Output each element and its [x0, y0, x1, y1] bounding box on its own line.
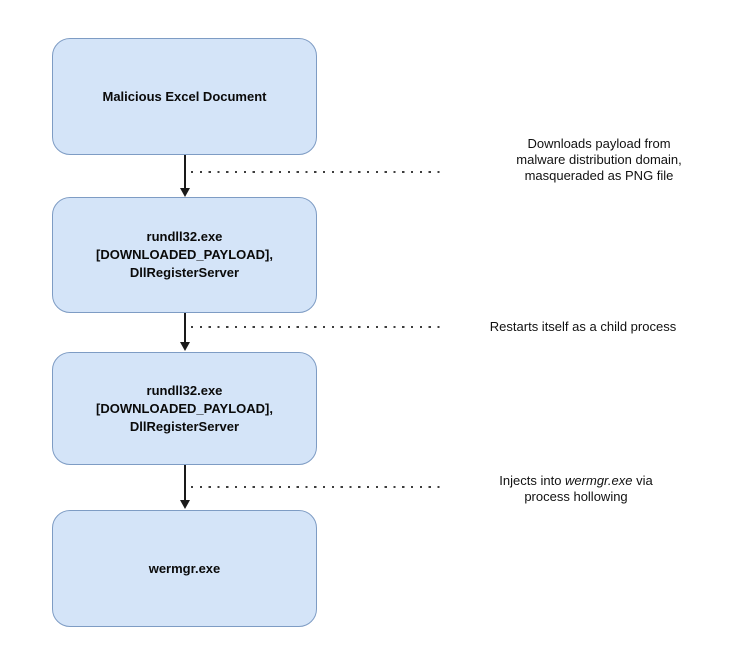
dotted-leader-2: [191, 326, 445, 329]
node-malicious-excel-document: Malicious Excel Document: [52, 38, 317, 155]
arrow-line-2: [184, 313, 186, 345]
node-wermgr: wermgr.exe: [52, 510, 317, 627]
node-label: rundll32.exe [DOWNLOADED_PAYLOAD], DllRe…: [96, 229, 273, 280]
node-label: rundll32.exe [DOWNLOADED_PAYLOAD], DllRe…: [96, 382, 273, 434]
edge-annotation-download-payload: Downloads payload from malware distribut…: [516, 136, 682, 183]
annotation-text-suffix: via process hollowing: [524, 473, 653, 504]
dotted-leader-1: [191, 171, 445, 174]
node-label: wermgr.exe: [148, 560, 221, 576]
arrow-down-icon: [180, 188, 190, 197]
annotation-text-italic: wermgr.exe: [565, 473, 633, 488]
arrow-down-icon: [180, 500, 190, 509]
arrow-down-icon: [180, 342, 190, 351]
edge-annotation-process-hollowing: Injects into wermgr.exe via process holl…: [462, 473, 690, 505]
annotation-text-prefix: Injects into: [499, 473, 566, 488]
arrow-line-1: [184, 155, 186, 191]
arrow-line-3: [184, 465, 186, 503]
edge-annotation-restart-child: Restarts itself as a child process: [489, 319, 677, 334]
node-rundll32-parent: rundll32.exe [DOWNLOADED_PAYLOAD], DllRe…: [52, 197, 317, 313]
dotted-leader-3: [191, 486, 445, 489]
node-label: Malicious Excel Document: [102, 88, 267, 104]
node-rundll32-child: rundll32.exe [DOWNLOADED_PAYLOAD], DllRe…: [52, 352, 317, 465]
